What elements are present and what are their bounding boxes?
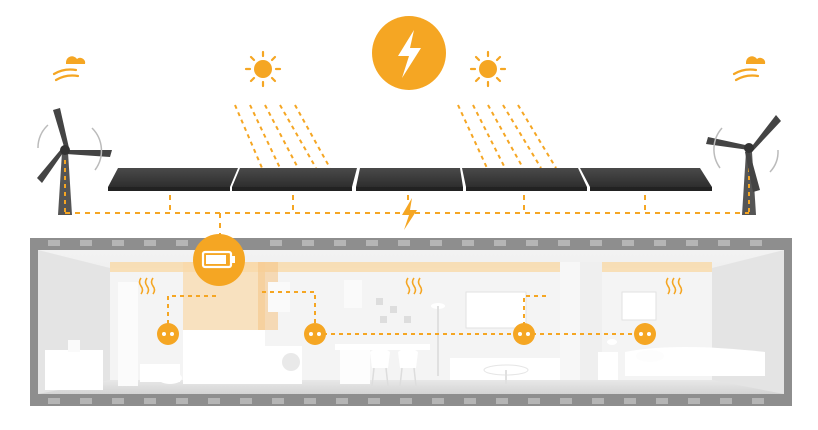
wind-turbine-left <box>37 108 112 215</box>
power-outlet-icon <box>157 323 179 345</box>
wind-cloud-icon <box>732 56 766 82</box>
interior-wiring <box>167 291 645 335</box>
solar-panel <box>232 168 357 191</box>
power-bus-line <box>65 195 749 238</box>
solar-panel <box>580 168 712 191</box>
sun-icon <box>244 50 282 88</box>
house <box>30 238 792 406</box>
solar-panel <box>462 168 587 191</box>
wind-cloud-icon <box>52 56 86 82</box>
power-outlet-icon <box>304 323 326 345</box>
small-lightning-icon <box>402 198 417 230</box>
battery-icon <box>193 234 245 286</box>
heat-waves-icon <box>405 277 423 295</box>
sun-icon <box>469 50 507 88</box>
power-outlet-icon <box>634 323 656 345</box>
sun-rays <box>234 104 557 169</box>
heat-waves-icon <box>138 277 156 295</box>
solar-panel <box>108 168 238 191</box>
wind-turbine-right <box>706 115 781 215</box>
heat-waves-icon <box>665 277 683 295</box>
energy-lightning-icon <box>372 16 446 90</box>
solar-panel <box>356 168 463 191</box>
power-outlet-icon <box>513 323 535 345</box>
